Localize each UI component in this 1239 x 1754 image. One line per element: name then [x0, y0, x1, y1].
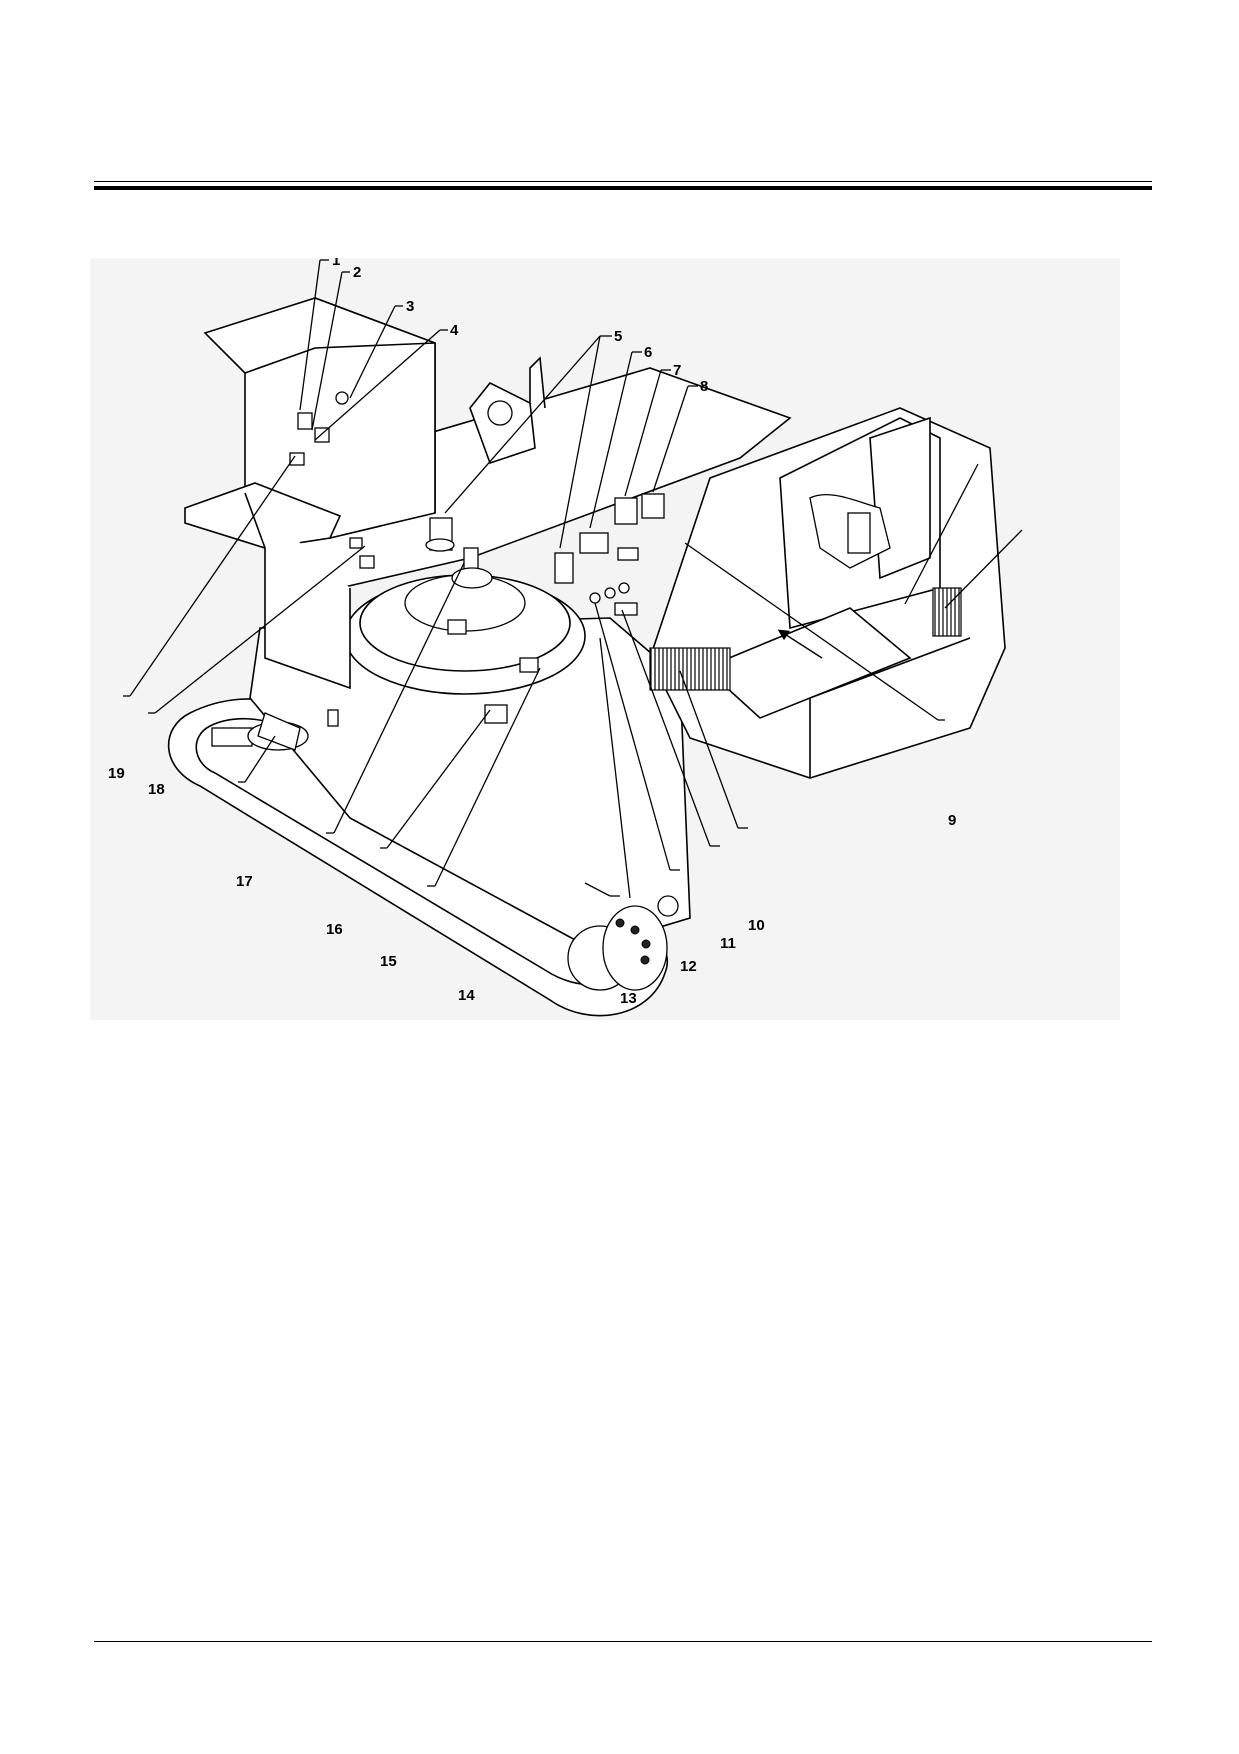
excavator-component-location-diagram: 1 2 3 4 5 6 7 8 9 10 11 12 13 14 15 16 1… [90, 258, 1120, 1020]
callout-11: 11 [720, 935, 736, 952]
callout-15: 15 [380, 953, 397, 970]
callout-6: 6 [644, 344, 652, 361]
callout-14: 14 [458, 987, 475, 1004]
callout-8: 8 [700, 378, 708, 395]
callout-2: 2 [353, 264, 361, 281]
header-rule [94, 186, 1152, 190]
header-rule-thin [94, 181, 1152, 182]
callout-5: 5 [614, 328, 622, 345]
callout-1: 1 [332, 258, 340, 269]
callout-labels: 1 2 3 4 5 6 7 8 9 10 11 12 13 14 15 16 1… [108, 258, 956, 1007]
callout-4: 4 [450, 322, 459, 339]
callout-leaders [123, 259, 1023, 899]
callout-10: 10 [748, 917, 765, 934]
machine-drawing [167, 297, 1006, 1017]
callout-19: 19 [108, 765, 125, 782]
callout-12: 12 [680, 958, 697, 975]
footer-rule [94, 1641, 1152, 1642]
callout-9: 9 [948, 812, 956, 829]
callout-13: 13 [620, 990, 637, 1007]
callout-3: 3 [406, 298, 414, 315]
callout-17: 17 [236, 873, 253, 890]
callout-7: 7 [673, 362, 681, 379]
callout-16: 16 [326, 921, 343, 938]
callout-18: 18 [148, 781, 165, 798]
